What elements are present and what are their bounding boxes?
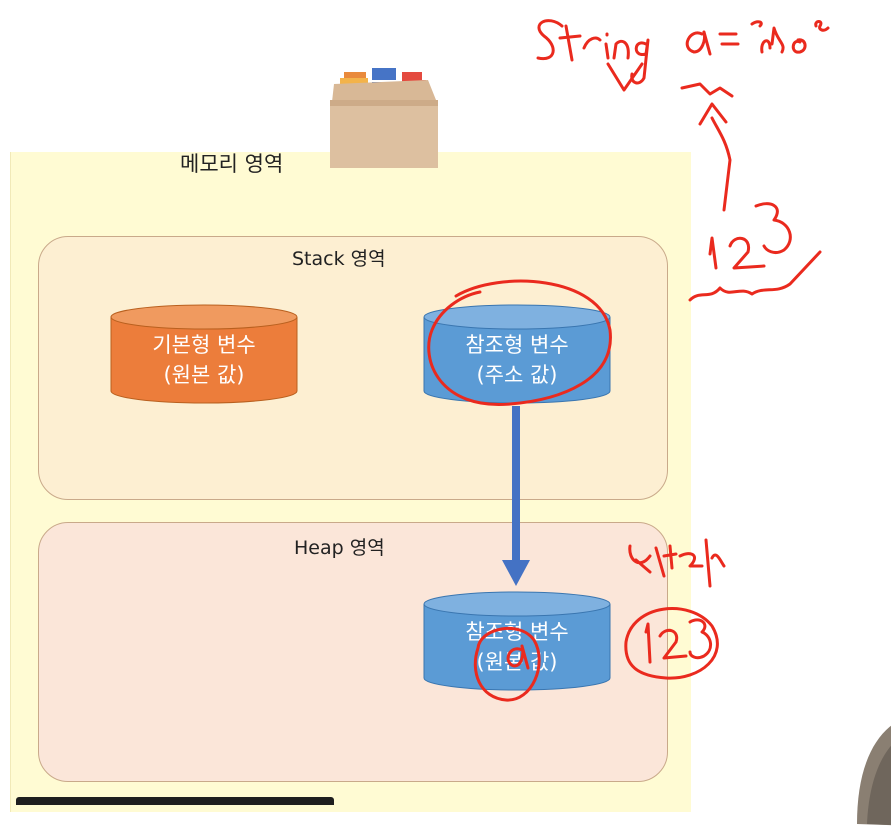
heap-title: Heap 영역 (294, 537, 385, 559)
webcam-thumbnail (857, 725, 891, 826)
primitive-variable-cylinder: 기본형 변수 (원본 값) (110, 304, 298, 405)
reference-pointer-arrow (502, 406, 530, 586)
stack-title: Stack 영역 (292, 248, 386, 270)
primitive-variable-sublabel: (원본 값) (163, 363, 245, 387)
primitive-variable-label: 기본형 변수 (152, 333, 256, 357)
video-control-bar (16, 797, 334, 805)
reference-variable-label: 참조형 변수 (465, 620, 569, 644)
reference-variable-sublabel: (주소 값) (476, 363, 558, 387)
reference-variable-label: 참조형 변수 (465, 333, 569, 357)
file-cabinet-icon (330, 68, 438, 168)
memory-title: 메모리 영역 (180, 152, 284, 176)
reference-variable-stack-cylinder: 참조형 변수 (주소 값) (423, 304, 611, 405)
cylinder-shape (110, 304, 298, 404)
reference-variable-sublabel: (원본 값) (476, 650, 558, 674)
reference-variable-heap-cylinder: 참조형 변수 (원본 값) (423, 591, 611, 692)
